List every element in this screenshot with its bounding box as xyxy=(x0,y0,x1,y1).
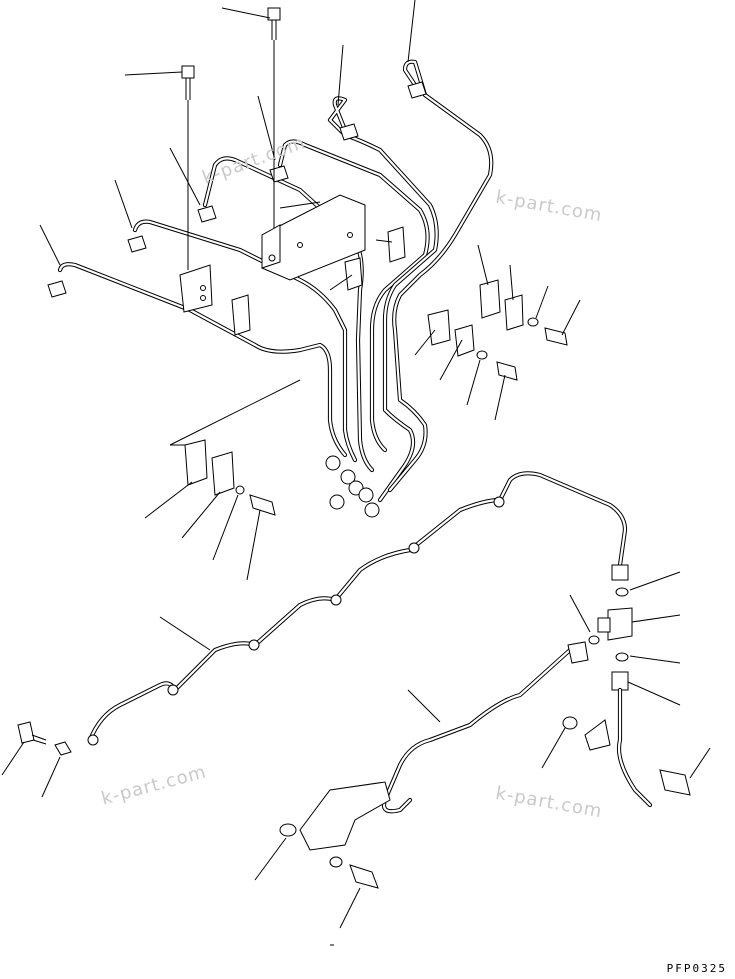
injection-pipe-6 xyxy=(387,59,494,493)
injection-pipe-1 xyxy=(57,262,348,458)
drawing-code: PFP0325 xyxy=(666,962,727,975)
injection-pipe-3 xyxy=(202,156,375,473)
fittings-right-lower xyxy=(562,587,691,808)
pipe-nuts-upper xyxy=(47,81,427,518)
injection-pipe-5 xyxy=(327,96,439,503)
injection-pipe-4 xyxy=(277,139,430,453)
injection-pipe-2 xyxy=(132,219,358,463)
clip-brackets-upper xyxy=(179,226,524,357)
bolts-upper xyxy=(181,7,281,270)
fasteners-right-upper xyxy=(476,317,568,381)
return-pipe xyxy=(87,471,629,746)
leader-lines xyxy=(1,0,711,946)
fasteners-lower-left xyxy=(17,721,72,756)
bracket-upper xyxy=(261,194,366,281)
clip-set-middle xyxy=(169,379,301,516)
feed-pipe-lower xyxy=(279,641,589,889)
